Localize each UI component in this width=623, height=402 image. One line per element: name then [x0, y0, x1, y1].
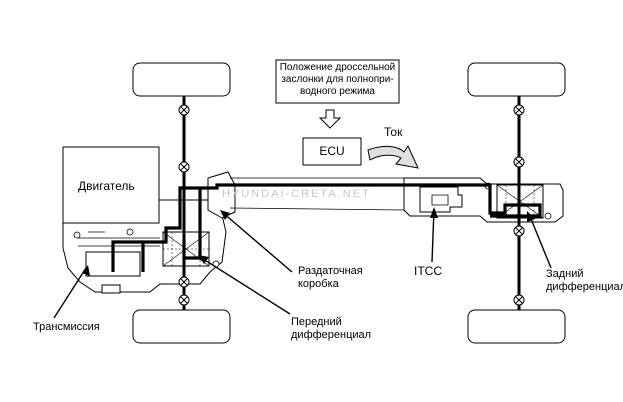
- itcc-label: ITCC: [414, 264, 442, 278]
- rear-cv-joint: [513, 225, 525, 237]
- rear-left-wheel: [467, 62, 566, 97]
- itcc-inner: [431, 194, 449, 206]
- rear-cv-joint: [513, 156, 525, 168]
- engine-block: [62, 146, 160, 224]
- rear-diff-label: Задний дифференциал: [546, 268, 623, 293]
- front-diff-label: Передний дифференциал: [291, 316, 372, 341]
- transmission-label: Трансмиссия: [33, 321, 100, 333]
- itcc-coupling: [419, 186, 463, 213]
- ecu-label: ECU: [319, 144, 345, 158]
- leader-arrowheads: [82, 207, 535, 276]
- front-left-wheel: [132, 62, 231, 97]
- transmission-small-box: [101, 284, 121, 294]
- front-cv-joint: [178, 161, 190, 173]
- rear-cv-joint: [513, 104, 525, 116]
- down-arrow: [318, 109, 342, 129]
- propeller-shaft-thin: [229, 207, 405, 211]
- engine-label: Двигатель: [78, 179, 135, 193]
- ecu-box: [302, 137, 362, 166]
- front-cv-joint: [178, 276, 190, 288]
- transfer-case-label: Раздаточная коробка: [298, 265, 363, 290]
- watermark-text: HYUNDAI-CRETA.NET: [222, 188, 371, 200]
- front-cv-joint: [178, 294, 190, 306]
- front-right-wheel: [132, 309, 231, 344]
- current-arrow: [367, 144, 419, 169]
- rear-housing-bolt: [544, 212, 552, 220]
- throttle-box-text: Положение дроссельной заслонки для полно…: [279, 62, 396, 97]
- front-cv-joint: [178, 104, 190, 116]
- transmission-bolt: [126, 228, 134, 236]
- current-label: Ток: [384, 125, 403, 139]
- transmission-bolt: [73, 231, 81, 239]
- rear-cv-joint: [513, 294, 525, 306]
- throttle-info-box: [275, 59, 400, 104]
- rear-right-wheel: [467, 309, 566, 344]
